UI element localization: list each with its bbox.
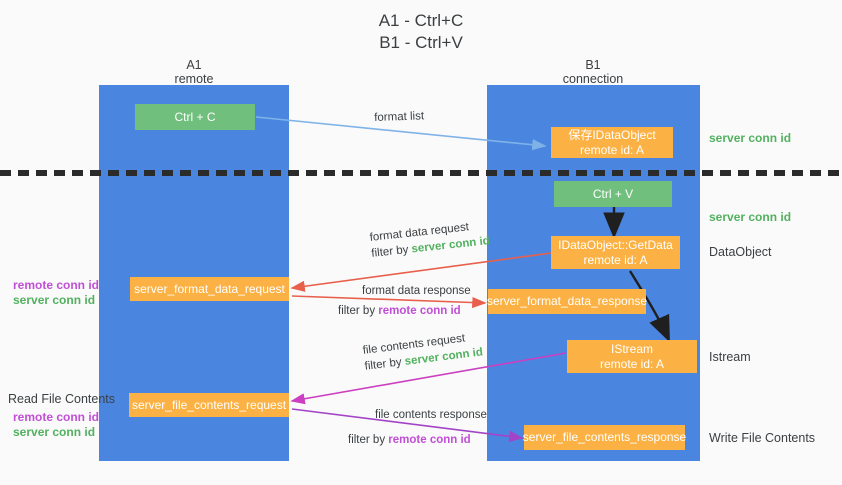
left-label-remote-conn-id-2: remote conn id [13, 410, 100, 424]
box-istream-remote[interactable]: IStream remote id: A [567, 340, 697, 373]
box-server-format-data-response-label: server_format_data_response [486, 294, 648, 309]
box-istream-line1: IStream [610, 342, 653, 356]
right-label-server-conn-id-mid: server conn id [709, 210, 792, 224]
edge-label-format-data-request-group: format data request filter by server con… [369, 218, 490, 260]
phase-separator-dashed-line [0, 170, 842, 176]
box-idataobject-getdata[interactable]: IDataObject::GetData remote id: A [551, 236, 680, 269]
right-label-istream: Istream [709, 350, 751, 364]
box-getdata-line1: IDataObject::GetData [558, 238, 673, 252]
remote-conn-id-text-2: remote conn id [388, 434, 471, 446]
box-idataobject-line2: remote id: A [579, 142, 645, 157]
panel-title-a1: A1 remote [129, 58, 259, 86]
box-istream-line2: remote id: A [599, 356, 665, 371]
left-label-server-conn-id-2: server conn id [13, 425, 96, 439]
box-server-file-contents-response-label: server_file_contents_response [522, 430, 687, 445]
edge-label-format-list: format list [374, 110, 425, 124]
box-ctrl-v[interactable]: Ctrl + V [554, 181, 672, 207]
panel-title-b1: B1 connection [528, 58, 658, 86]
box-idataobject-line1: 保存IDataObject [568, 128, 656, 142]
panel-b1-subtitle: connection [562, 72, 624, 86]
box-ctrl-c-label: Ctrl + C [174, 109, 216, 124]
box-getdata-line2: remote id: A [583, 252, 648, 267]
box-server-file-contents-request[interactable]: server_file_contents_request [129, 393, 289, 417]
remote-conn-id-text-1: remote conn id [378, 305, 461, 317]
panel-b1-name: B1 [585, 58, 601, 72]
filter-by-text-3: filter by [364, 356, 403, 373]
left-label-read-file-contents: Read File Contents [8, 392, 116, 406]
left-label-remote-conn-id-1: remote conn id [13, 278, 100, 292]
filter-by-text-2: filter by [338, 305, 376, 317]
panel-a1-subtitle: remote [174, 72, 214, 86]
box-server-format-data-request-label: server_format_data_request [134, 281, 285, 296]
box-ctrl-v-label: Ctrl + V [592, 186, 634, 201]
title-line-2: B1 - Ctrl+V [379, 33, 463, 52]
left-label-server-conn-id-1: server conn id [13, 293, 96, 307]
left-label-conn-ids-2: remote conn id server conn id [13, 410, 99, 440]
box-server-file-contents-response[interactable]: server_file_contents_response [522, 425, 687, 450]
box-ctrl-c[interactable]: Ctrl + C [135, 104, 255, 130]
edge-label-file-contents-response: file contents response [375, 409, 487, 421]
page-title: A1 - Ctrl+C B1 - Ctrl+V [0, 10, 842, 54]
box-idataobject-remote[interactable]: 保存IDataObject remote id: A [551, 127, 673, 158]
filter-by-text-1: filter by [370, 243, 409, 260]
panel-a1-name: A1 [186, 58, 202, 72]
box-server-file-contents-request-label: server_file_contents_request [131, 397, 287, 412]
right-label-write-file-contents: Write File Contents [709, 431, 816, 445]
left-label-conn-ids-1: remote conn id server conn id [13, 278, 99, 308]
edge-label-format-data-response: format data response [362, 285, 471, 297]
right-label-server-conn-id-top: server conn id [709, 131, 792, 145]
filter-by-text-4: filter by [348, 434, 386, 446]
box-server-format-data-response[interactable]: server_format_data_response [486, 289, 648, 314]
filter-line-response-1: filter by remote conn id [338, 305, 461, 317]
filter-line-response-2: filter by remote conn id [348, 434, 471, 446]
edge-label-file-contents-request-group: file contents request filter by server c… [362, 330, 483, 373]
box-server-format-data-request[interactable]: server_format_data_request [130, 277, 289, 301]
title-line-1: A1 - Ctrl+C [378, 11, 464, 30]
right-label-dataobject: DataObject [709, 245, 772, 259]
